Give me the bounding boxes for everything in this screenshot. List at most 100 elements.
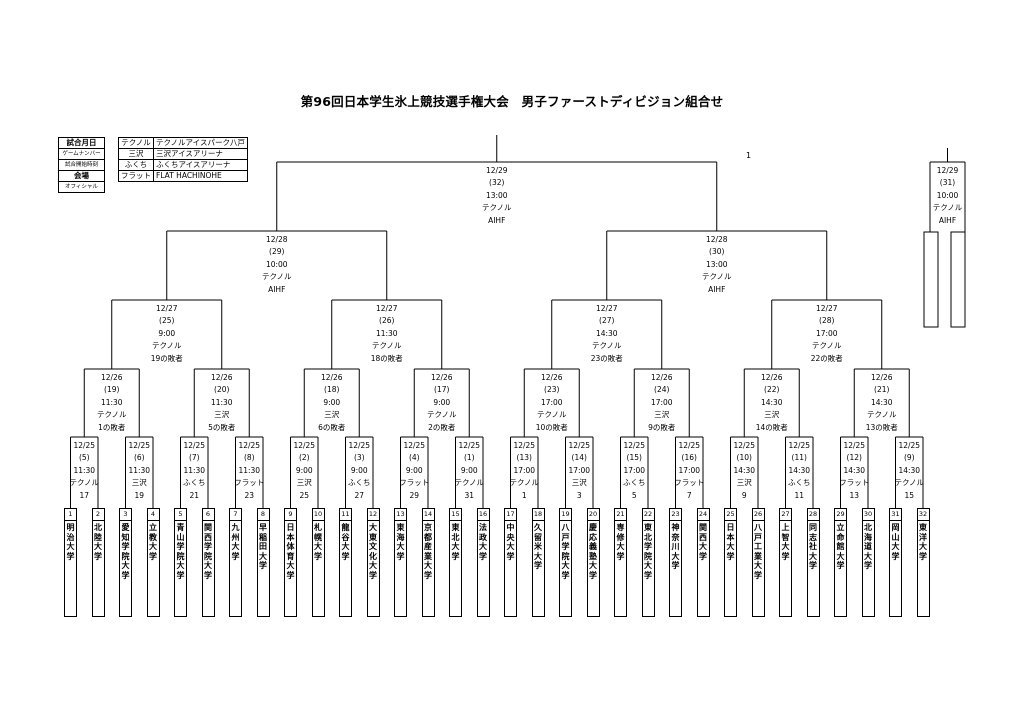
match-official: 11 [794,490,805,500]
match-venue: 三沢 [324,410,340,420]
match-game: (29) [269,247,285,257]
team-number: 25 [725,509,736,521]
match-game: (27) [599,316,615,326]
match-venue: ふくち [788,478,811,488]
match-date: 12/25 [128,441,151,450]
match-venue: 三沢 [214,410,230,420]
team-name: 久留米大学 [534,523,542,571]
match-time: 17:00 [513,465,536,475]
match-time: 13:00 [705,259,728,269]
match-date: 12/29 [936,166,959,175]
match-venue: フラット [674,478,705,488]
team-name: 神奈川大学 [671,523,680,571]
match-game: (11) [791,453,807,463]
match-game: (23) [544,385,560,395]
match-date: 12/25 [458,441,481,450]
match-time: 14:30 [733,465,756,475]
team-name: 東海大学 [396,523,405,561]
team-name: 東北大学 [451,523,460,561]
team-number: 12 [367,509,379,521]
page-title: 第96回日本学生氷上競技選手権大会 男子ファーストディビジョン組合せ [300,94,724,109]
match-official: 25 [299,490,310,500]
team-number: 9 [285,509,296,521]
team-name: 札幌大学 [314,523,322,561]
match-official: AIHF [708,284,726,294]
team-name: 関西大学 [699,523,707,561]
match-venue: テクノル [69,478,100,488]
team-number: 16 [477,509,489,521]
team-number: 19 [560,509,571,521]
match-date: 12/27 [155,304,178,313]
match-game: (6) [133,453,145,463]
match-date: 12/26 [760,373,783,382]
match-game: (20) [214,385,230,395]
match-game: (14) [571,453,587,463]
match-time: 14:30 [595,328,618,338]
match-venue: テクノル [151,341,182,351]
match-time: 9:00 [323,397,341,407]
match-time: 17:00 [568,465,591,475]
match-game: (19) [104,385,120,395]
team-name: 関西学院大学 [204,523,212,580]
team-name: 北海道大学 [864,523,872,571]
team-name: 日本体育大学 [286,523,295,580]
match-game: (1) [463,453,475,463]
team-number: 26 [752,509,764,521]
match-time: 14:30 [870,397,893,407]
match-date: 12/25 [733,441,756,450]
match-official: AIHF [938,215,957,225]
match-game: (4) [408,453,420,463]
match-date: 12/26 [210,373,233,382]
team-number: 29 [835,509,846,521]
match-venue: テクノル [811,341,842,351]
team-number: 6 [202,509,214,521]
team-number: 32 [917,509,929,521]
team-name: 岡山大学 [891,523,900,561]
match-venue: 三沢 [131,478,147,488]
match-date: 12/25 [403,441,426,450]
team-number: 28 [807,509,819,521]
team-box: 6 関西学院大学 [201,508,215,617]
team-number: 2 [92,509,104,521]
match-official: 10の敗者 [535,422,568,432]
legend-official: オフィシャル [58,181,105,193]
match-date: 12/25 [293,441,316,450]
team-name: 青山学院大学 [176,523,185,580]
match-game: (26) [379,316,395,326]
match-official: 18の敗者 [370,353,403,363]
match-game: (21) [874,385,890,395]
team-name: 北陸大学 [94,523,102,561]
team-name: 八戸工業大学 [754,523,762,580]
match-time: 14:30 [843,465,866,475]
match-official: 23 [244,490,255,500]
match-venue: テクノル [509,478,540,488]
match-time: 14:30 [760,397,783,407]
match-time: 9:00 [433,397,451,407]
team-number: 21 [615,509,626,521]
match-official: 15 [904,490,915,500]
match-date: 12/27 [595,304,618,313]
team-number: 14 [422,509,434,521]
match-official: 7 [686,490,692,500]
match-official: 22の敗者 [810,353,843,363]
team-number: 18 [532,509,544,521]
match-date: 12/25 [843,441,866,450]
team-box: 18 久留米大学 [531,508,545,617]
team-number: 7 [230,509,241,521]
match-date: 12/25 [73,441,96,450]
team-name: 愛知学院大学 [121,523,130,580]
